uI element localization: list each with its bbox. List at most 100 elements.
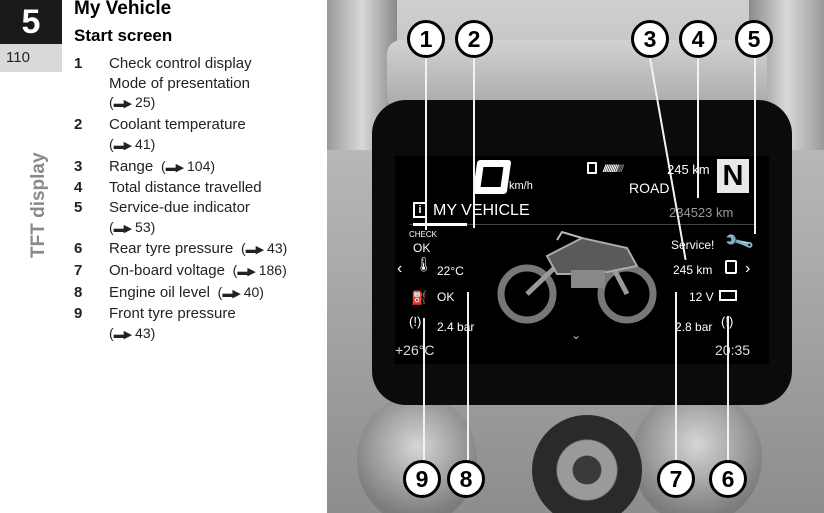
right-fork-cap: [632, 390, 762, 513]
chevron-right-icon[interactable]: ›: [745, 260, 751, 277]
coolant-temp: 22°C: [437, 264, 464, 278]
dashboard-photo: km/h /////////// 245 km ROAD N i MY VEHI…: [327, 0, 824, 513]
page-reference-number: 104: [187, 157, 211, 174]
callout-1-line: [425, 58, 427, 230]
page-reference[interactable]: (▬▶ 41): [109, 135, 324, 157]
section-side-label: TFT display: [28, 152, 49, 258]
legend-text: Total distance travelled: [109, 178, 324, 198]
page-reference-number: 43: [267, 240, 283, 257]
tft-screen: km/h /////////// 245 km ROAD N i MY VEHI…: [395, 156, 769, 364]
legend-item: 6 Rear tyre pressure (▬▶ 43): [74, 239, 324, 261]
legend-text-line: Total distance travelled: [109, 179, 262, 197]
arrow-icon: ▬▶: [113, 329, 132, 342]
motorcycle-image: [497, 230, 657, 324]
oil-can-icon: ⛽: [411, 290, 428, 305]
legend-item: 3 Range (▬▶ 104): [74, 157, 324, 179]
legend-number: 4: [74, 179, 83, 197]
coolant-icon: 🌡: [415, 256, 433, 272]
rear-pressure: 2.8 bar: [675, 320, 713, 334]
battery-icon: [719, 290, 737, 301]
callout-5-line: [754, 58, 756, 234]
legend-text-line: Front tyre pressure: [109, 305, 236, 323]
page-reference-number: 186: [258, 262, 283, 279]
page-reference[interactable]: (▬▶ 40): [210, 284, 264, 300]
page-title: My Vehicle: [74, 0, 172, 19]
legend-number: 1: [74, 55, 83, 72]
legend-number: 2: [74, 116, 83, 134]
page-reference[interactable]: (▬▶ 43): [109, 324, 324, 346]
legend-text-line: Coolant temperature: [109, 116, 246, 134]
check-status: OK: [413, 241, 431, 255]
page-reference-number: 43: [135, 325, 151, 342]
callout-9: 9: [403, 460, 441, 498]
menu-title: MY VEHICLE: [433, 202, 530, 219]
legend-text: Range (▬▶ 104): [109, 157, 324, 179]
legend-text-line: Rear tyre pressure: [109, 240, 234, 258]
arrow-icon: ▬▶: [237, 266, 255, 279]
chevron-down-icon[interactable]: ⌄: [571, 328, 582, 342]
legend-item: 2 Coolant temperature(▬▶ 41): [74, 115, 324, 156]
speed-digit: [472, 160, 512, 194]
gear-indicator: N: [717, 159, 749, 193]
legend-item: 9 Front tyre pressure(▬▶ 43): [74, 304, 324, 345]
legend-text-line: Check control display: [109, 55, 252, 72]
legend-item: 4 Total distance travelled: [74, 178, 324, 198]
legend-number: 3: [74, 157, 83, 175]
wrench-icon: 🔧: [723, 227, 756, 259]
range-value: 245 km: [673, 263, 713, 277]
fuel-pump-icon: [587, 162, 597, 174]
riding-mode: ROAD: [629, 180, 670, 196]
arrow-icon: ▬▶: [113, 139, 132, 152]
page-reference[interactable]: (▬▶ 186): [225, 262, 287, 278]
callout-9-line: [423, 318, 425, 460]
menu-underline-accent: [413, 223, 467, 226]
callout-5: 5: [735, 20, 773, 58]
front-pressure: 2.4 bar: [437, 320, 475, 334]
fuel-range: 245 km: [667, 162, 710, 177]
legend-text: Engine oil level (▬▶ 40): [109, 283, 324, 305]
page-reference[interactable]: (▬▶ 43): [233, 240, 287, 256]
page-reference[interactable]: (▬▶ 53): [109, 218, 324, 240]
arrow-icon: ▬▶: [113, 98, 132, 111]
arrow-icon: ▬▶: [165, 161, 184, 174]
callout-6: 6: [709, 460, 747, 498]
page-number: 110: [0, 44, 62, 72]
arrow-icon: ▬▶: [222, 287, 240, 300]
legend-text: Check control display: [109, 54, 324, 74]
page-reference[interactable]: (▬▶ 25): [109, 93, 324, 115]
legend-text: Service-due indicator: [109, 198, 324, 218]
legend-text: Coolant temperature: [109, 115, 324, 135]
page-reference-number: 41: [135, 135, 151, 152]
legend-text: Rear tyre pressure (▬▶ 43): [109, 239, 324, 261]
legend-text-line: Mode of presentation: [109, 74, 250, 92]
chevron-left-icon[interactable]: ‹: [397, 260, 403, 277]
speed-unit: km/h: [509, 180, 533, 192]
callout-2-line: [473, 58, 475, 228]
callout-1: 1: [407, 20, 445, 58]
callout-8: 8: [447, 460, 485, 498]
range-pump-icon: [725, 260, 737, 274]
legend-text: Front tyre pressure: [109, 304, 324, 324]
callout-7: 7: [657, 460, 695, 498]
callout-7-line: [675, 292, 677, 460]
voltage-value: 12 V: [689, 290, 714, 304]
check-label: CHECK: [409, 230, 438, 239]
page-reference[interactable]: (▬▶ 104): [153, 158, 215, 174]
legend-text-line: On-board voltage: [109, 262, 225, 280]
chapter-tab: 5 110: [0, 0, 62, 74]
arrow-icon: ▬▶: [245, 244, 264, 257]
legend-number: 6: [74, 240, 83, 258]
arrow-icon: ▬▶: [113, 222, 132, 235]
callout-6-line: [727, 316, 729, 460]
legend-text-line: Engine oil level: [109, 283, 210, 301]
chapter-number: 5: [0, 0, 62, 44]
page-reference-number: 25: [135, 94, 151, 111]
ignition-lock: [532, 415, 642, 513]
legend-number: 9: [74, 305, 83, 323]
legend-text-line: Range: [109, 157, 154, 175]
odometer: 234523 km: [669, 205, 734, 220]
